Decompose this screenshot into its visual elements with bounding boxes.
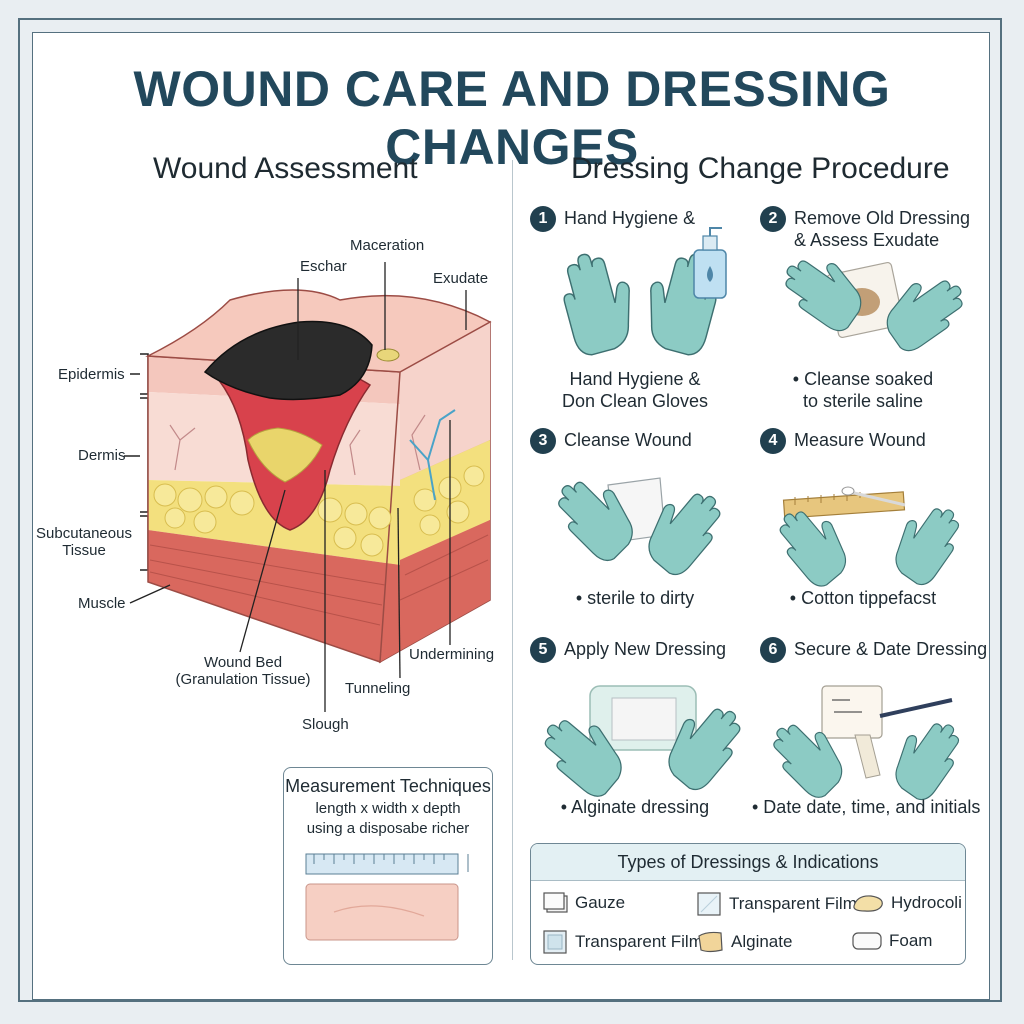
gauze-icon: [543, 892, 568, 913]
label-eschar: Eschar: [300, 258, 347, 275]
measurement-title: Measurement Techniques: [285, 776, 491, 796]
alginate-icon: [698, 931, 723, 953]
dressing-types-title: Types of Dressings & Indications: [531, 844, 965, 881]
step-6-number: 6: [760, 637, 786, 663]
column-divider: [512, 160, 513, 960]
label-undermining: Undermining: [409, 646, 495, 663]
measurement-line-2: using a disposabe richer: [306, 820, 470, 837]
step-3-caption: • sterile to dirty: [575, 588, 695, 608]
step-5-title: Apply New Dressing: [564, 639, 727, 659]
step-1-title: Hand Hygiene &: [564, 208, 696, 228]
type-alginate: Alginate: [697, 930, 792, 954]
foam-icon: [852, 932, 882, 950]
step-6-title: Secure & Date Dressing: [794, 639, 988, 659]
step-3-illustration: [545, 464, 734, 581]
step-2: 2 Remove Old Dressing & Assess Exudate: [760, 206, 970, 251]
outer-frame: [18, 18, 1002, 1002]
step-5: 5 Apply New Dressing: [530, 637, 726, 663]
label-slough: Slough: [302, 716, 349, 733]
step-4-illustration: [767, 486, 972, 592]
page-title: WOUND CARE AND DRESSING CHANGES: [133, 61, 891, 175]
step-6: 6 Secure & Date Dressing: [760, 637, 987, 663]
step-2-illustration: [773, 243, 975, 357]
type-transparent-film-1: Transparent Film: [697, 892, 857, 916]
label-dermis: Dermis: [78, 447, 126, 464]
step-6-caption: • Date date, time, and initials: [752, 797, 981, 817]
step-2-title: Remove Old Dressing & Assess Exudate: [794, 208, 971, 250]
label-exudate: Exudate: [433, 270, 489, 287]
label-muscle: Muscle: [78, 595, 126, 612]
step-4: 4 Measure Wound: [760, 428, 926, 454]
label-tunneling: Tunneling: [345, 680, 411, 697]
step-5-number: 5: [530, 637, 556, 663]
label-subcutaneous: Subcutaneous Tissue: [36, 525, 132, 559]
type-hydrocolloid: Hydrocoli: [851, 892, 962, 914]
step-2-number: 2: [760, 206, 786, 232]
step-2-caption: • Cleanse soaked to sterile saline: [792, 369, 934, 411]
step-5-illustration: [531, 685, 754, 803]
step-1-number: 1: [530, 206, 556, 232]
transparent-film-icon: [697, 892, 721, 916]
fat-globules: [153, 465, 485, 557]
transparent-film-icon: [543, 930, 567, 954]
label-maceration: Maceration: [350, 237, 425, 254]
type-foam: Foam: [851, 930, 932, 952]
step-1-illustration: [553, 227, 727, 359]
step-3-title: Cleanse Wound: [564, 430, 692, 450]
dressing-types-box: Types of Dressings & Indications Gauze T…: [530, 843, 966, 965]
type-gauze: Gauze: [543, 892, 625, 914]
leader-lines: [129, 262, 467, 712]
hydrocolloid-icon: [853, 895, 883, 912]
step-4-caption: • Cotton tippefacst: [789, 588, 937, 608]
measurement-techniques-box: Measurement Techniques length x width x …: [283, 767, 493, 965]
step-1-caption: Hand Hygiene & Don Clean Gloves: [561, 369, 709, 411]
step-5-caption: • Alginate dressing: [560, 797, 710, 817]
ruler-and-wound-illustration: [305, 853, 469, 941]
step-3-number: 3: [530, 428, 556, 454]
step-3: 3 Cleanse Wound: [530, 428, 692, 454]
step-1: 1 Hand Hygiene &: [530, 206, 695, 232]
type-transparent-film-2: Transparent Film: [543, 930, 703, 954]
step-4-number: 4: [760, 428, 786, 454]
step-6-illustration: [761, 685, 972, 806]
label-epidermis: Epidermis: [58, 366, 125, 383]
step-4-title: Measure Wound: [794, 430, 926, 450]
wound-assessment-heading: Wound Assessment: [153, 152, 418, 185]
label-wound-bed: Wound Bed (Granulation Tissue): [175, 654, 311, 688]
dressing-procedure-heading: Dressing Change Procedure: [571, 152, 950, 185]
measurement-line-1: length x width x depth: [315, 800, 461, 817]
